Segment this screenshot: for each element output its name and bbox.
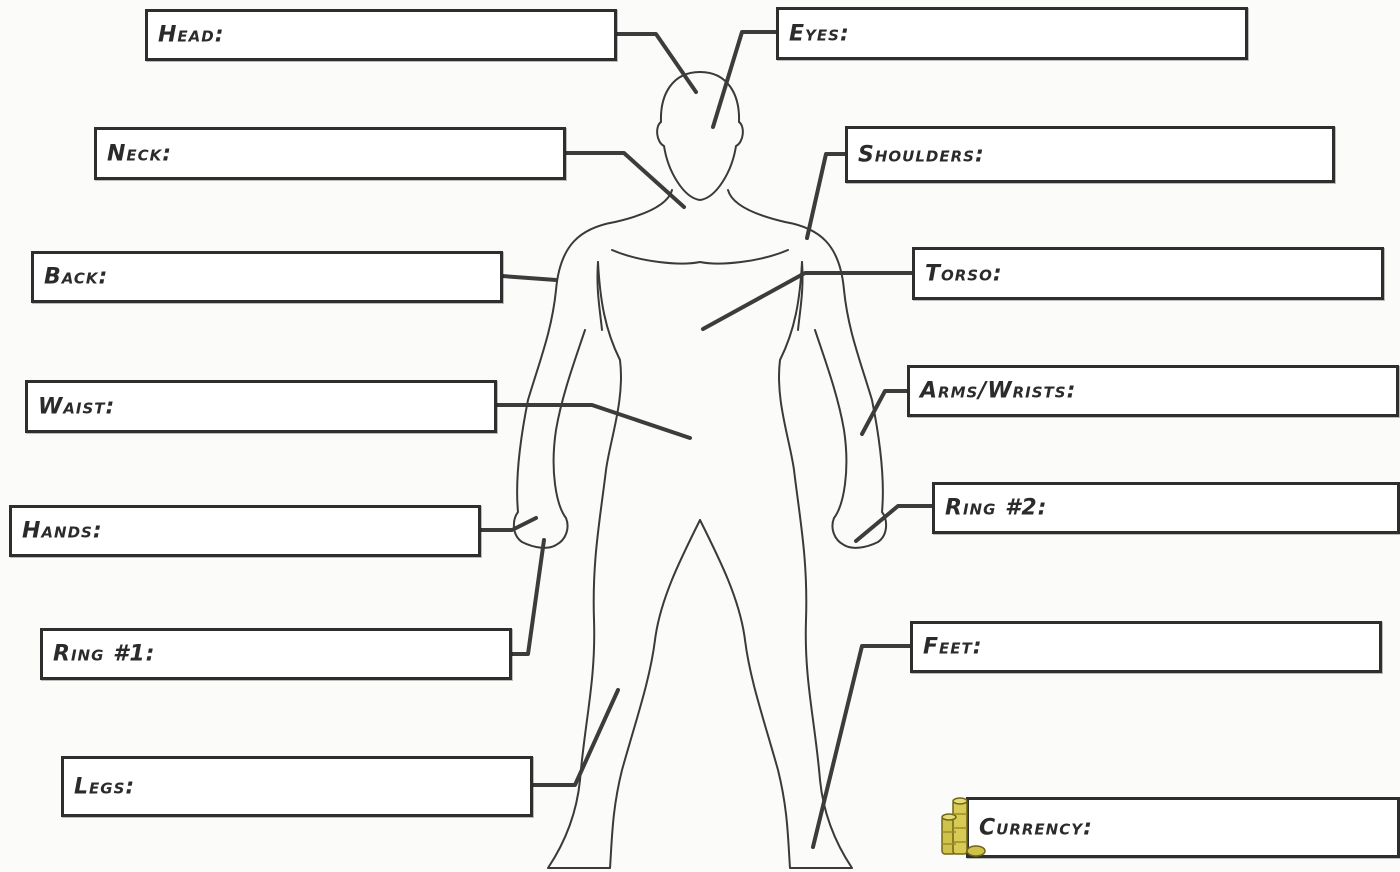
- neck-label: Neck:: [107, 141, 172, 166]
- connector-shoulders: [807, 154, 845, 238]
- feet-slot[interactable]: Feet:: [910, 621, 1382, 673]
- arms-wrists-slot[interactable]: Arms/Wrists:: [907, 365, 1399, 417]
- back-slot[interactable]: Back:: [31, 251, 503, 303]
- ring-2-label: Ring #2:: [945, 496, 1047, 521]
- currency-label: Currency:: [979, 815, 1093, 840]
- connector-head: [616, 34, 696, 92]
- ring-1-label: Ring #1:: [53, 642, 155, 667]
- neck-slot[interactable]: Neck:: [94, 127, 566, 180]
- connector-ring-1: [512, 540, 544, 654]
- waist-label: Waist:: [38, 394, 115, 419]
- legs-slot[interactable]: Legs:: [61, 756, 533, 817]
- shoulders-slot[interactable]: Shoulders:: [845, 126, 1335, 183]
- connector-legs: [532, 690, 618, 785]
- gold-coins-icon: [936, 794, 990, 860]
- hands-label: Hands:: [22, 519, 103, 544]
- ring-1-slot[interactable]: Ring #1:: [40, 628, 512, 680]
- connector-ring-2: [856, 506, 932, 541]
- arms-wrists-label: Arms/Wrists:: [920, 379, 1076, 404]
- connector-arms-wrists: [862, 391, 907, 434]
- head-label: Head:: [158, 23, 225, 48]
- connector-hands: [481, 518, 536, 530]
- eyes-slot[interactable]: Eyes:: [776, 7, 1248, 60]
- ring-2-slot[interactable]: Ring #2:: [932, 482, 1400, 534]
- torso-slot[interactable]: Torso:: [912, 247, 1384, 300]
- connector-back: [502, 276, 556, 280]
- legs-label: Legs:: [74, 774, 135, 799]
- connector-torso: [703, 273, 912, 329]
- feet-label: Feet:: [923, 635, 983, 660]
- body-outline: [514, 72, 886, 868]
- head-slot[interactable]: Head:: [145, 9, 617, 61]
- waist-slot[interactable]: Waist:: [25, 380, 497, 433]
- torso-label: Torso:: [925, 261, 1003, 286]
- back-label: Back:: [44, 265, 108, 290]
- currency-slot[interactable]: Currency:: [966, 797, 1400, 858]
- shoulders-label: Shoulders:: [858, 142, 985, 167]
- hands-slot[interactable]: Hands:: [9, 505, 481, 557]
- eyes-label: Eyes:: [789, 21, 850, 46]
